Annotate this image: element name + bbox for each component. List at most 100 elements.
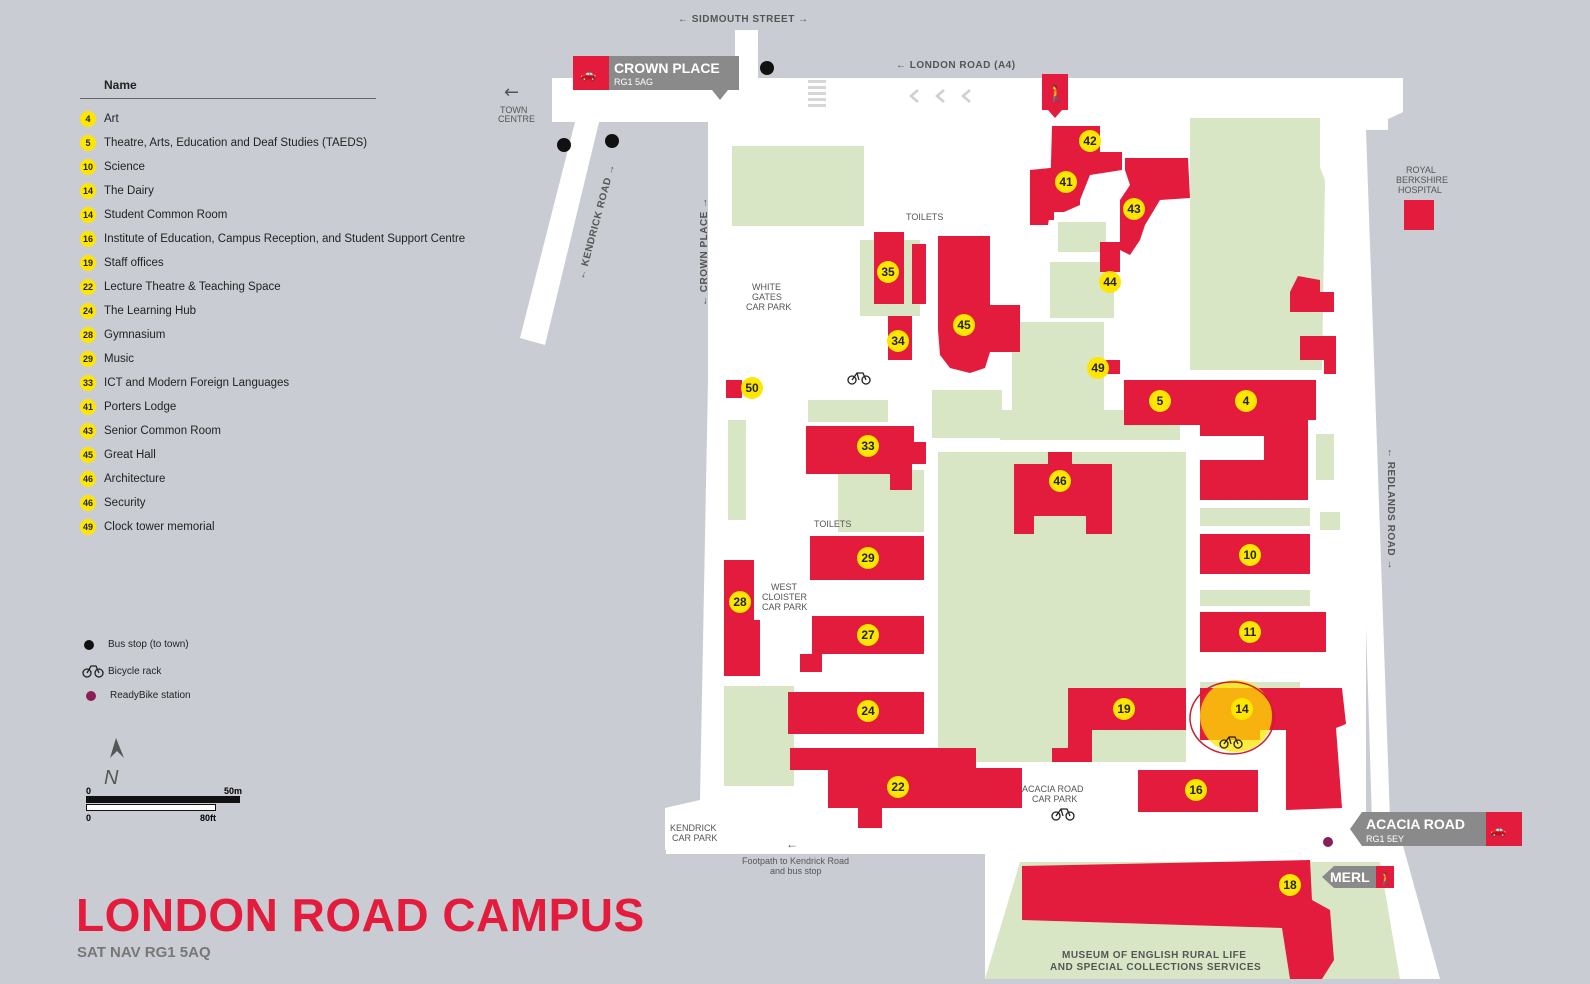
marker-circle	[1099, 271, 1121, 293]
bicycle-rack-icon	[1051, 808, 1075, 821]
legend-header: Name	[80, 78, 376, 99]
readybike-icon	[86, 690, 96, 701]
bicycle-racks	[847, 372, 1243, 821]
royal-berkshire-label-2: BERKSHIRE	[1396, 175, 1448, 185]
white-gates-label-3: CAR PARK	[746, 302, 791, 312]
hospital-block	[1404, 200, 1434, 230]
building-18	[1022, 860, 1334, 979]
legend-number-badge: 41	[80, 399, 96, 415]
kendrick-car-park-label: KENDRICK	[670, 823, 717, 833]
marker-circle	[1079, 130, 1101, 152]
scale-zero: 0	[86, 786, 92, 796]
page-subtitle: SAT NAV RG1 5AQ	[77, 944, 211, 961]
merl-sign: 🚶 MERL	[1322, 866, 1394, 888]
merl-title: MERL	[1330, 869, 1370, 885]
scale-zero-ft: 0	[86, 813, 92, 823]
marker-number: 11	[1244, 625, 1257, 639]
marker-circle	[1239, 621, 1261, 643]
building-marker: 24	[857, 700, 879, 722]
crown-place-title: CROWN PLACE	[614, 60, 720, 76]
legend-label: Student Common Room	[104, 209, 228, 221]
marker-number: 29	[861, 551, 875, 565]
royal-berkshire-label: ROYAL	[1406, 165, 1436, 175]
legend-label: The Dairy	[104, 185, 154, 197]
building-45	[938, 236, 1020, 373]
legend-number-badge: 14	[80, 207, 96, 223]
page-title: LONDON ROAD CAMPUS	[76, 889, 645, 941]
royal-berkshire-label-3: HOSPITAL	[1398, 185, 1442, 195]
building-5-4	[1124, 380, 1316, 500]
readybike-station	[1323, 837, 1333, 847]
crown-place-sign: 🚗 CROWN PLACE RG1 5AG	[573, 56, 739, 100]
building-marker: 10	[1239, 544, 1261, 566]
legend-item: 28 Gymnasium	[80, 323, 480, 347]
marker-number: 5	[1157, 394, 1164, 408]
acacia-car-park-label: ACACIA ROAD	[1022, 784, 1084, 794]
marker-number: 27	[861, 628, 875, 642]
marker-number: 50	[745, 381, 759, 395]
marker-number: 35	[881, 265, 895, 279]
building-east-1	[1290, 276, 1334, 312]
redlands-road-label: ← REDLANDS ROAD →	[1385, 448, 1396, 570]
marker-circle	[857, 435, 879, 457]
legend-label: ICT and Modern Foreign Languages	[104, 377, 290, 389]
marker-circle	[953, 314, 975, 336]
legend-number-badge: 45	[80, 447, 96, 463]
legend-label: Staff offices	[104, 257, 164, 269]
building-marker: 27	[857, 624, 879, 646]
footpath-label-2: and bus stop	[770, 866, 822, 876]
kendrick-car-park-label-2: CAR PARK	[672, 833, 717, 843]
bicycle-rack-icon	[847, 372, 871, 385]
bicycle-icon	[82, 665, 104, 678]
bus-stop-3	[605, 134, 619, 148]
west-cloister-label: WEST	[771, 582, 798, 592]
legend-label: Great Hall	[104, 449, 156, 461]
scale-feet: 80ft	[199, 813, 216, 823]
building-marker: 33	[857, 435, 879, 457]
marker-circle	[1279, 874, 1301, 896]
building-28-crown	[1036, 180, 1054, 220]
marker-circle	[1185, 779, 1207, 801]
legend-number-badge: 4	[80, 111, 96, 127]
marker-number: 24	[861, 704, 875, 718]
legend-number-badge: 28	[80, 327, 96, 343]
building-marker: 28	[729, 591, 751, 613]
key-bus-stop: Bus stop (to town)	[82, 639, 189, 650]
marker-circle	[1235, 390, 1257, 412]
building-east-2	[1300, 336, 1336, 374]
marker-circle	[877, 261, 899, 283]
marker-number: 44	[1103, 275, 1117, 289]
legend-number-badge: 33	[80, 375, 96, 391]
white-gates-label-2: GATES	[752, 292, 782, 302]
toilets-label: TOILETS	[906, 212, 943, 222]
legend-label: Music	[104, 353, 135, 365]
legend-item: 19 Staff offices	[80, 251, 480, 275]
marker-circle	[1055, 171, 1077, 193]
legend-label: Institute of Education, Campus Reception…	[104, 233, 466, 245]
legend-number-badge: 5	[80, 135, 96, 151]
marker-circle	[1049, 470, 1071, 492]
legend-label: Lecture Theatre & Teaching Space	[104, 281, 281, 293]
pedestrian-icon: 🚶	[1046, 84, 1066, 103]
legend-number-badge: 19	[80, 255, 96, 271]
building-marker: 22	[887, 776, 909, 798]
marker-circle	[1239, 544, 1261, 566]
marker-number: 34	[891, 334, 905, 348]
direction-chevrons	[909, 89, 971, 103]
marker-number: 14	[1235, 702, 1249, 716]
legend-label: Porters Lodge	[104, 401, 177, 413]
legend-label: Gymnasium	[104, 329, 166, 341]
acacia-road-postcode: RG1 5EY	[1366, 834, 1404, 844]
bus-stops	[557, 61, 774, 152]
legend-number-badge: 46	[80, 495, 96, 511]
